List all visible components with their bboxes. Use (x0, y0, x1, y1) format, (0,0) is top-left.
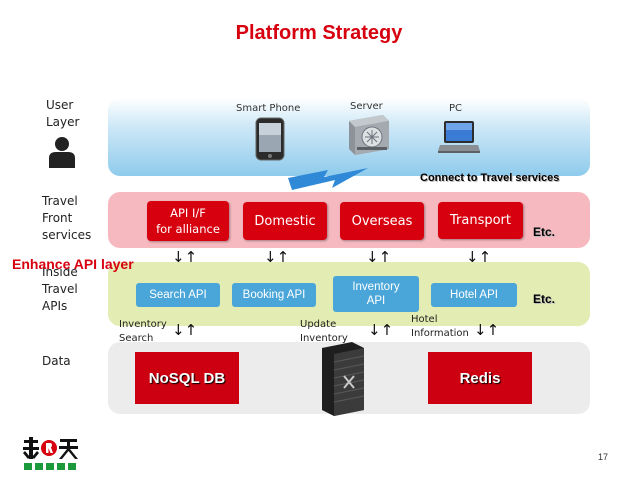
layer-label-inside: Inside Travel APIs (42, 265, 78, 313)
service-transport: Transport (438, 202, 523, 239)
arrow-pair: ↓↑ (172, 248, 198, 266)
device-label-smartphone: Smart Phone (236, 103, 301, 114)
rakuten-logo (22, 437, 80, 471)
service-overseas: Overseas (340, 202, 424, 240)
device-label-server: Server (350, 101, 383, 112)
api-hotel: Hotel API (431, 283, 517, 307)
api-inventory: Inventory API (333, 276, 419, 312)
arrow-pair: ↓↑ (474, 321, 500, 339)
lightning-icon (288, 166, 370, 192)
layer-label-user: User Layer (46, 98, 80, 129)
laptop-icon (438, 119, 480, 155)
apis-etc: Etc. (533, 292, 556, 306)
nosql-db-box: NoSQL DB (135, 352, 239, 404)
arrow-pair: ↓↑ (264, 248, 290, 266)
smartphone-icon (254, 117, 286, 161)
note-update-inventory: Update Inventory (300, 319, 348, 344)
arrow-pair: ↓↑ (368, 321, 394, 339)
page-number: 17 (598, 452, 609, 462)
note-hotel-information: Hotel Information (411, 314, 469, 339)
server-icon (345, 113, 391, 157)
server-rack-icon (318, 342, 368, 416)
api-booking: Booking API (232, 283, 316, 307)
layer-label-front: Travel Front services (42, 194, 92, 242)
api-search: Search API (136, 283, 220, 307)
front-etc: Etc. (533, 225, 556, 239)
note-inventory-search: Inventory Search (119, 319, 167, 344)
service-domestic: Domestic (243, 202, 327, 240)
redis-box: Redis (428, 352, 532, 404)
service-api-if-alliance: API I/F for alliance (147, 201, 229, 241)
layer-label-data: Data (42, 354, 71, 368)
arrow-pair: ↓↑ (466, 248, 492, 266)
enhance-api-layer-label: Enhance API layer (12, 256, 134, 272)
device-label-pc: PC (449, 103, 463, 114)
page-title: Platform Strategy (235, 22, 403, 44)
user-silhouette-icon (48, 136, 76, 168)
arrow-pair: ↓↑ (172, 321, 198, 339)
connect-label: Connect to Travel services (420, 172, 560, 184)
arrow-pair: ↓↑ (366, 248, 392, 266)
